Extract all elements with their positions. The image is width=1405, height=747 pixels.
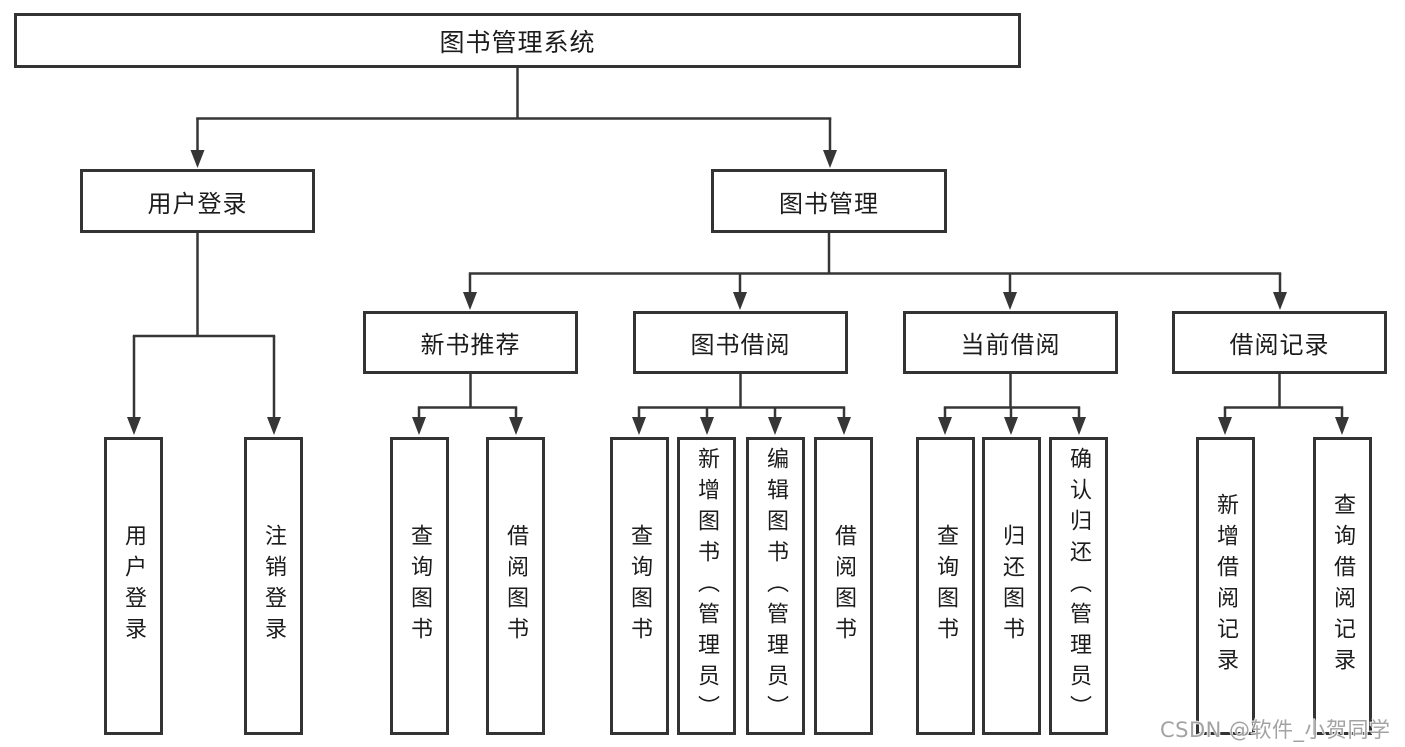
node-label: 当前借阅 — [960, 331, 1061, 359]
leaf-borrow-books: 借阅图书 — [814, 437, 873, 735]
edge-currentborrow-rail — [943, 372, 1081, 409]
node-label: 新增借阅记录 — [1213, 493, 1239, 679]
node-label: 确认归还（管理员） — [1066, 446, 1092, 726]
node-label: 查询图书 — [407, 524, 433, 648]
node-label: 注销登录 — [261, 524, 287, 648]
arrow-down-icon — [190, 118, 205, 168]
node-root: 图书管理系统 — [14, 13, 1021, 68]
node-label: 用户登录 — [147, 189, 248, 218]
leaf-add-borrow-record: 新增借阅记录 — [1196, 437, 1255, 735]
leaf-query-borrow-record: 查询借阅记录 — [1313, 437, 1372, 735]
arrow-down-icon — [509, 407, 523, 435]
edge-bookmgmt-rail — [468, 231, 1282, 275]
edge-borrowrecord-rail — [1223, 372, 1344, 409]
node-label: 借阅图书 — [503, 524, 529, 648]
leaf-add-books-admin: 新增图书（管理员） — [677, 437, 736, 735]
arrow-down-icon — [1004, 407, 1018, 435]
node-label: 图书管理系统 — [439, 27, 596, 57]
node-label: 新书推荐 — [420, 331, 521, 359]
node-label: 借阅图书 — [831, 524, 857, 648]
leaf-confirm-return-admin: 确认归还（管理员） — [1049, 437, 1108, 735]
node-book-management: 图书管理 — [711, 169, 947, 233]
node-label: 图书借阅 — [690, 331, 791, 359]
node-label: 查询图书 — [627, 524, 653, 648]
arrow-down-icon — [1335, 407, 1349, 435]
watermark: CSDN @软件_小贺同学 — [1160, 718, 1391, 742]
leaf-edit-books-admin: 编辑图书（管理员） — [746, 437, 805, 735]
leaf-return-books: 归还图书 — [982, 437, 1041, 735]
arrow-down-icon — [823, 118, 837, 168]
arrow-down-icon — [1072, 407, 1086, 435]
arrow-down-icon — [837, 407, 851, 435]
node-label: 查询图书 — [933, 524, 959, 648]
leaf-borrow-books-recommend: 借阅图书 — [486, 437, 545, 735]
arrow-down-icon — [733, 273, 747, 310]
node-book-borrow: 图书借阅 — [633, 311, 848, 374]
edge-root-rail — [196, 66, 832, 120]
arrow-down-icon — [700, 407, 714, 435]
edge-newbook-rail — [417, 372, 518, 409]
arrow-down-icon — [1218, 407, 1232, 435]
leaf-query-books-current: 查询图书 — [916, 437, 975, 735]
arrow-down-icon — [1003, 273, 1017, 310]
node-label: 归还图书 — [999, 524, 1025, 648]
arrow-down-icon — [632, 407, 646, 435]
node-label: 新增图书（管理员） — [694, 446, 720, 726]
node-borrow-records: 借阅记录 — [1172, 311, 1387, 374]
edge-bookborrow-rail — [637, 372, 846, 409]
arrow-down-icon — [938, 407, 952, 435]
node-user-login: 用户登录 — [80, 169, 315, 233]
leaf-query-books-borrow: 查询图书 — [610, 437, 669, 735]
arrow-down-icon — [412, 407, 426, 435]
arrow-down-icon — [768, 407, 782, 435]
leaf-user-login: 用户登录 — [104, 437, 163, 735]
node-label: 图书管理 — [779, 189, 879, 218]
node-label: 借阅记录 — [1229, 331, 1330, 359]
arrow-down-icon — [1273, 273, 1287, 310]
node-label: 编辑图书（管理员） — [763, 446, 789, 726]
leaf-logout-login: 注销登录 — [244, 437, 303, 735]
node-current-borrow: 当前借阅 — [903, 311, 1118, 374]
node-label: 查询借阅记录 — [1330, 493, 1356, 679]
arrow-down-icon — [127, 336, 141, 435]
leaf-query-books-recommend: 查询图书 — [390, 437, 449, 735]
node-label: 用户登录 — [121, 524, 147, 648]
node-new-book-recommend: 新书推荐 — [363, 311, 578, 374]
arrow-down-icon — [267, 336, 281, 435]
edge-userlogin-rail — [132, 231, 276, 338]
arrow-down-icon — [463, 273, 477, 310]
